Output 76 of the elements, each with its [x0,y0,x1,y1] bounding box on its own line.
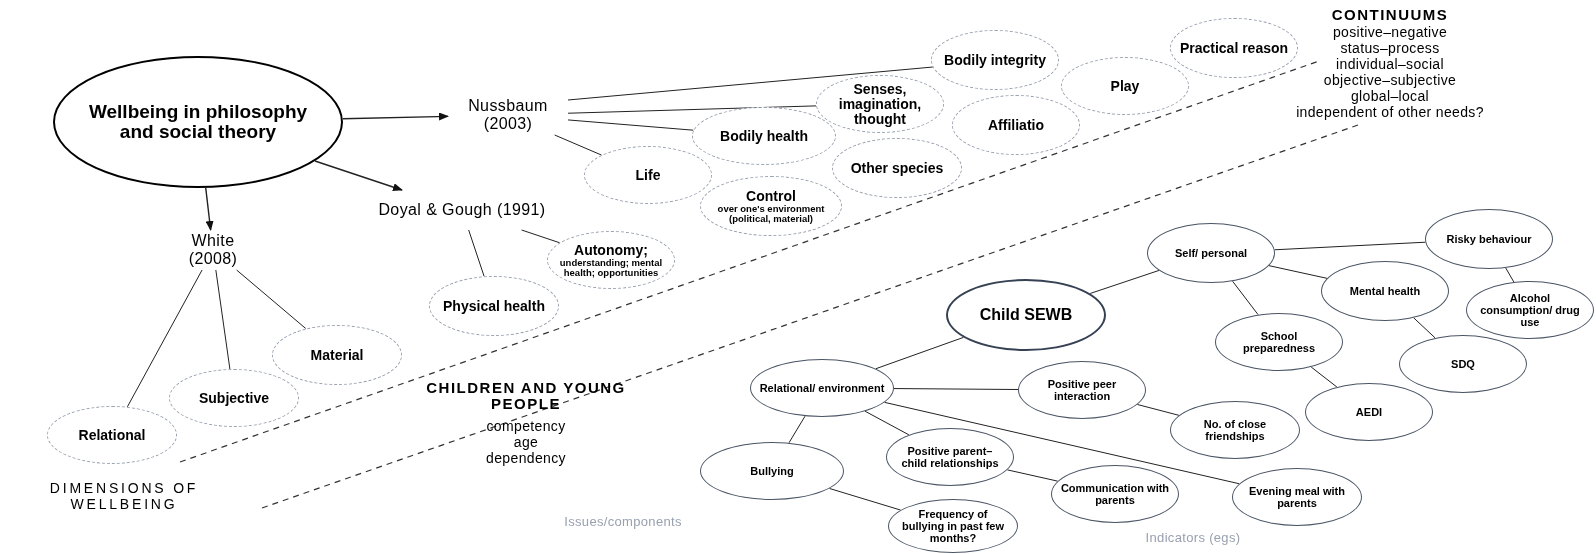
node-text: Control [746,188,796,204]
connector-line [567,66,934,101]
note-text: CHILDREN AND YOUNG PEOPLE [426,380,626,412]
arrow [342,112,449,121]
connector-line [1268,265,1328,279]
connector-line [864,410,910,436]
note-text: dependency [485,450,567,468]
node-text: Child SEWB [979,306,1073,324]
note-text: objective–subjective [1322,71,1458,90]
node-text: Material [310,347,364,363]
node-text: Self/ personal [1174,247,1248,259]
note-text: positive–negative [1331,23,1449,42]
note-text: independent of other needs? [1295,104,1485,122]
connector-line [1274,241,1426,251]
note-text: CONTINUUMS [1330,5,1450,25]
arrow [205,187,214,231]
node-text: Positive peer interaction [1046,378,1118,402]
node-text: over one's environment (political, material) [716,203,826,224]
node-text: Positive parent–child relationships [900,445,1000,469]
connector-line [236,269,307,330]
note-text: competency [485,417,567,436]
node-text: Subjective [199,390,269,406]
connector-line [1089,269,1160,294]
node-text: White (2008) [187,232,239,268]
node-text: Practical reason [1179,40,1289,56]
connector-line [554,134,602,156]
node-text: Affiliatio [988,117,1044,133]
connector-line [1310,366,1338,388]
connector-line [1505,267,1515,283]
node-text: School preparedness [1241,330,1317,354]
node-text: Senses, imagination, thought [837,81,923,127]
node-text: Alcohol consumption/ drug use [1479,292,1581,328]
connector-line [1006,469,1059,482]
note-text: individual–social [1335,56,1445,74]
node-text: Evening meal with parents [1248,485,1346,509]
node-text: Bodily health [720,128,808,144]
connector-line [521,229,561,244]
node-text: Physical health [443,298,545,314]
node-text: No. of close friendships [1202,418,1268,442]
node-text: Play [1110,78,1140,94]
note-text: Indicators (egs) [1144,529,1242,547]
connector-line [893,388,1019,390]
connector-line [884,401,1240,485]
connector-line [1413,317,1436,339]
connector-line [829,487,902,511]
node-text: Frequency of bullying in past few months? [900,508,1006,544]
node-text: Life [635,167,661,183]
node-text: SDQ [1451,358,1475,370]
note-text: DIMENSIONS OF WELLBEING [48,480,200,512]
node-text: Other species [850,160,944,176]
node-text: Wellbeing in philosophy and social theory [87,102,309,142]
node-text: Bodily integrity [944,52,1046,68]
node-text: Nussbaum (2003) [467,97,549,133]
node-text: Relational [78,427,146,443]
arrow [314,160,403,191]
node-text: Doyal & Gough (1991) [378,201,546,219]
node-text: Risky behaviour [1446,233,1532,245]
connector-line [567,119,694,131]
connector-line [468,229,485,277]
note-text: Issues/components [563,513,683,531]
node-text: Autonomy; [574,242,648,258]
connector-line [567,105,817,114]
node-text: AEDI [1355,406,1383,418]
connector-line [875,336,964,370]
node-text: Mental health [1349,285,1421,297]
node-text: Relational/ environment [759,382,885,394]
note-text: status–process [1339,40,1441,58]
node-text: understanding; mental health; opportunities [558,257,664,278]
connector-line [126,269,203,408]
node-text: Bullying [750,465,794,477]
note-text: age [512,434,540,452]
node-text: Communication with parents [1060,482,1170,506]
connector-line [1136,404,1180,416]
connector-line [788,415,806,444]
note-text: global–local [1349,88,1431,106]
connector-line [215,269,231,370]
